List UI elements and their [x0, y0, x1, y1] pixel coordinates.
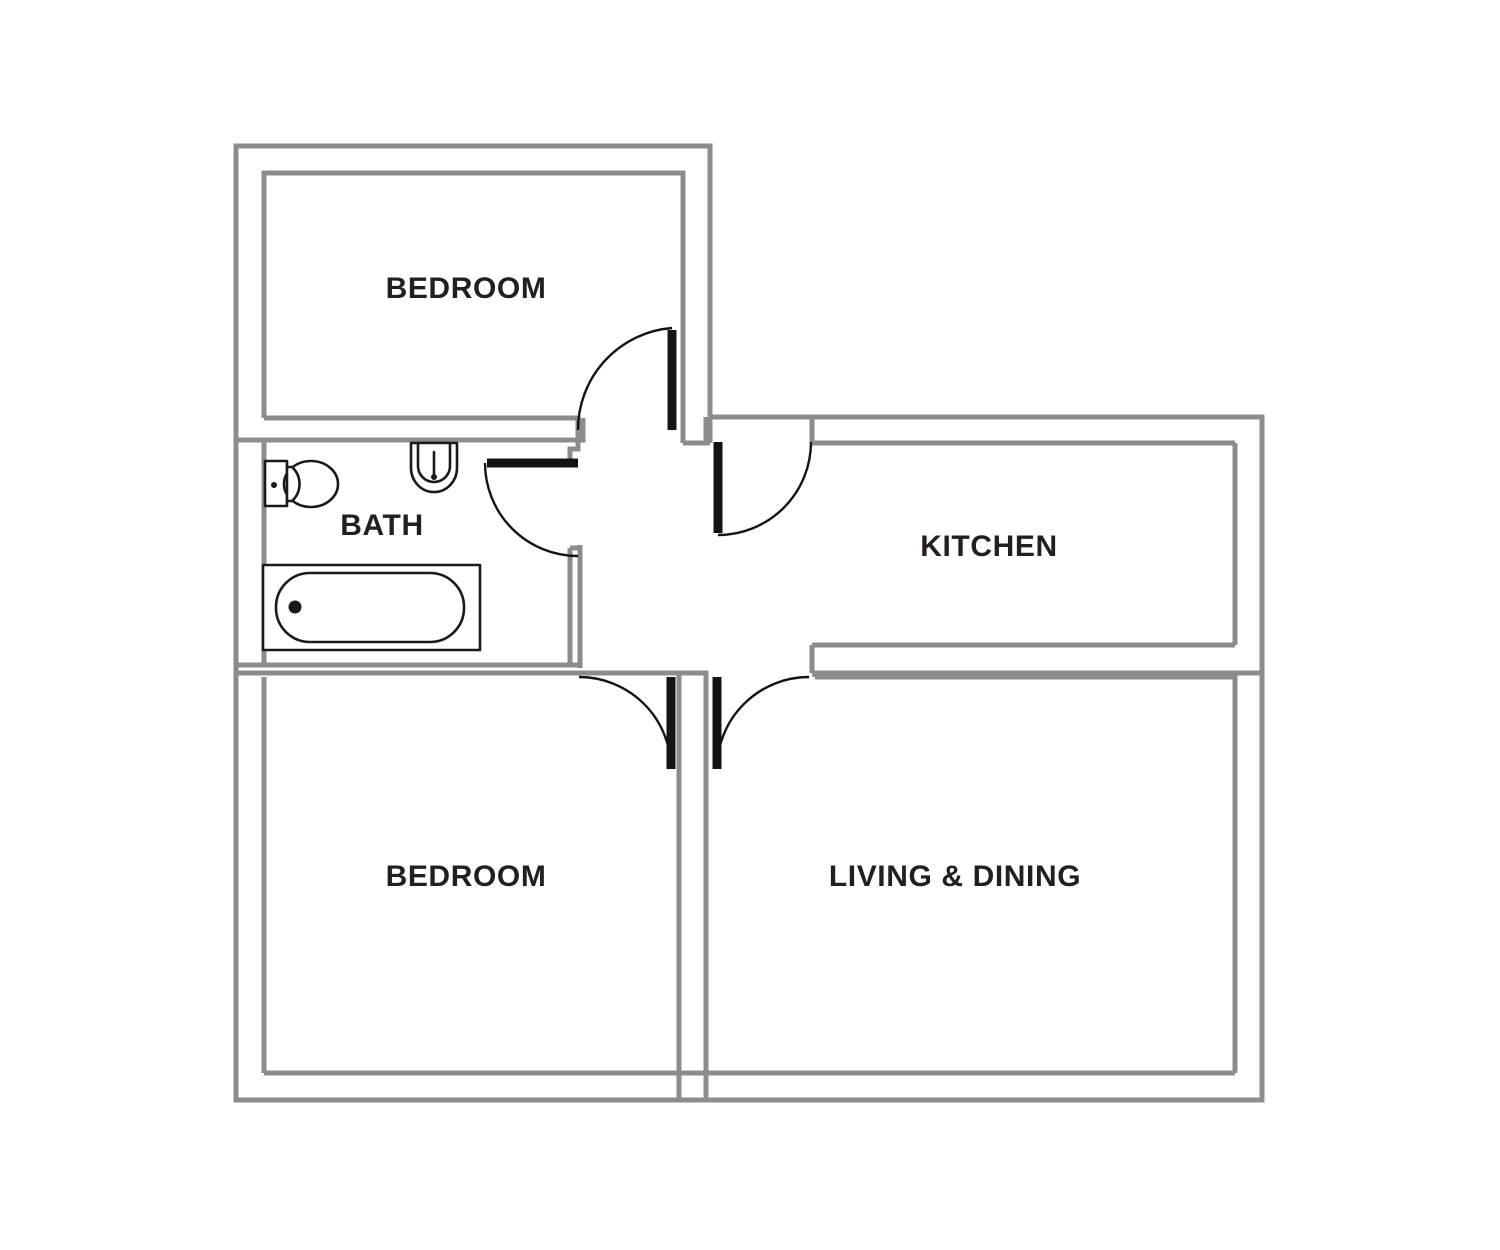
- kitchen-walls: [809, 414, 1262, 676]
- room-label-bedroom-lower: BEDROOM: [386, 860, 547, 893]
- sink-fixture: [409, 441, 459, 494]
- door-bedroom-upper[interactable]: [576, 326, 677, 431]
- partition-bath-corridor: [236, 440, 679, 676]
- corridor-wall-stubs: [676, 417, 709, 1100]
- toilet-fixture: [263, 459, 340, 509]
- room-label-bath: BATH: [340, 509, 424, 542]
- living-dining-walls: [812, 673, 1235, 680]
- room-label-kitchen: KITCHEN: [920, 530, 1058, 563]
- door-kitchen[interactable]: [713, 441, 813, 537]
- room-label-bedroom-upper: BEDROOM: [386, 272, 547, 305]
- bathtub-fixture: [261, 563, 482, 652]
- door-bedroom-lower[interactable]: [578, 675, 676, 770]
- door-living-dining[interactable]: [712, 675, 810, 770]
- door-bath[interactable]: [483, 458, 579, 558]
- room-label-living-dining: LIVING & DINING: [829, 860, 1081, 893]
